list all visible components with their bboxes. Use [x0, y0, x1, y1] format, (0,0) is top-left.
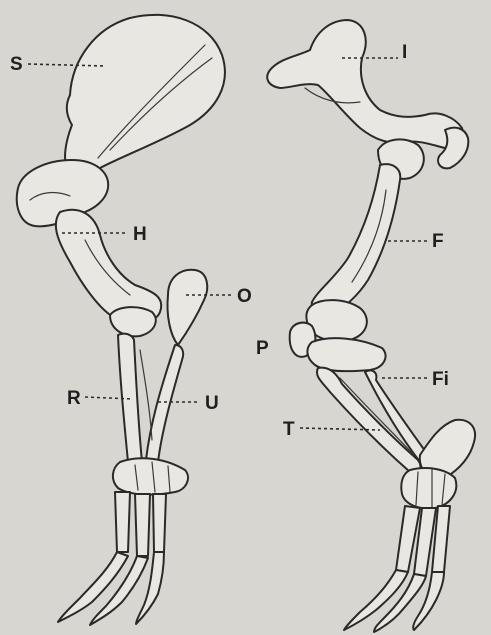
- hindlimb-skeleton: [267, 20, 475, 632]
- label-patella: P: [256, 338, 269, 359]
- tibia-head: [307, 338, 385, 371]
- scapula-bone: [65, 15, 225, 175]
- hindlimb-digits: [344, 570, 444, 632]
- label-fibula: Fi: [432, 369, 449, 390]
- label-olecranon: O: [237, 286, 252, 307]
- elbow-joint: [110, 307, 156, 336]
- label-femur: F: [432, 231, 444, 252]
- label-scapula: S: [10, 54, 23, 75]
- tarsal-bones: [401, 468, 456, 508]
- label-ilium: I: [402, 42, 407, 63]
- ilium-bone: [267, 20, 463, 148]
- label-radius: R: [67, 388, 81, 409]
- olecranon-bone: [167, 270, 207, 345]
- metacarpal-3: [153, 494, 166, 552]
- forelimb-digits: [58, 552, 164, 625]
- metacarpal-2: [135, 494, 150, 556]
- label-humerus: H: [133, 224, 147, 245]
- forelimb-skeleton: [17, 15, 225, 625]
- ulna-bone: [146, 345, 183, 466]
- label-tibia: T: [283, 419, 295, 440]
- metacarpal-1: [115, 492, 130, 552]
- femur-bone: [312, 164, 401, 316]
- carpal-bones: [113, 458, 188, 494]
- label-ulna: U: [205, 393, 219, 414]
- tibia-bone: [317, 368, 421, 473]
- radius-bone: [118, 334, 142, 467]
